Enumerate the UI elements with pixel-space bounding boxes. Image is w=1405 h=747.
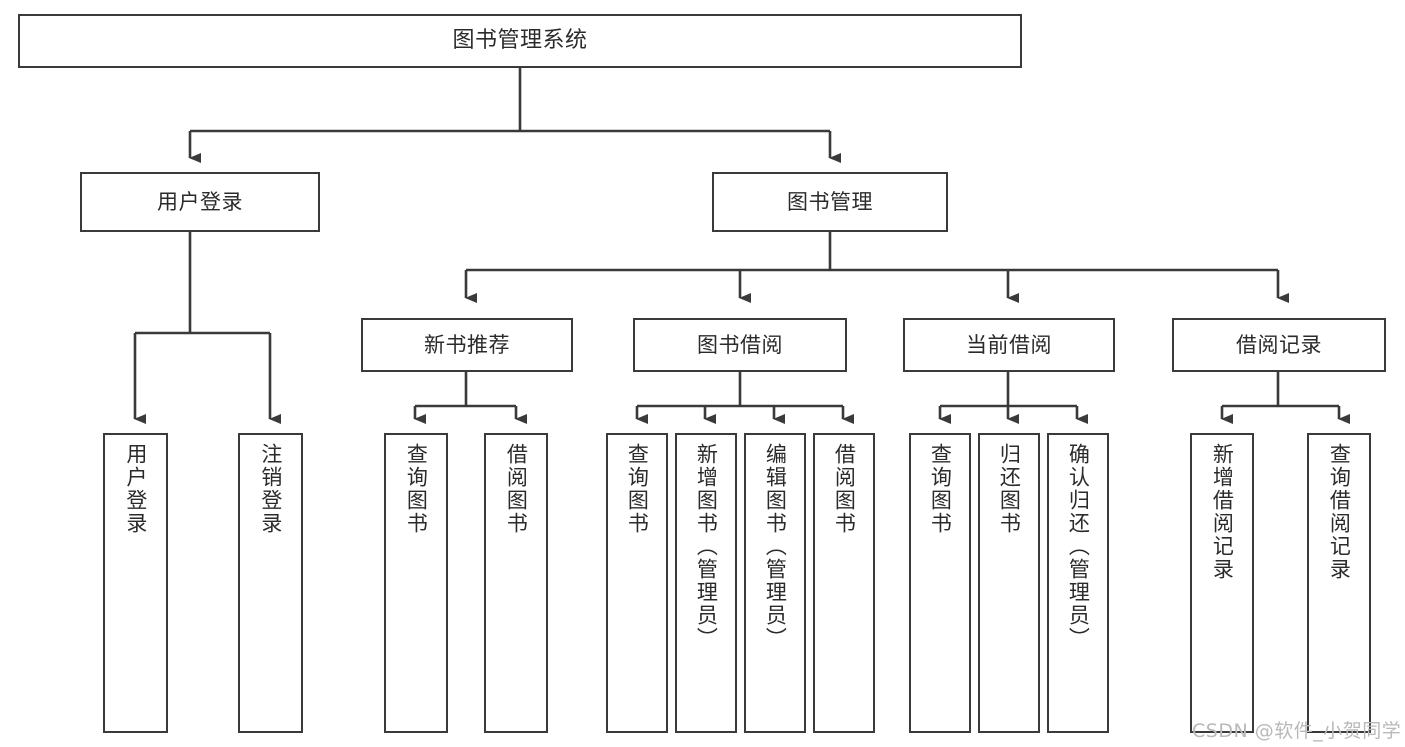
node-label: 新书推荐 (424, 332, 510, 357)
node-label: 新增借阅记录 (1210, 443, 1235, 581)
node-label: 借阅图书 (832, 443, 857, 535)
leaf-record-add-record[interactable]: 新增借阅记录 (1190, 433, 1254, 733)
node-label: 注销登录 (258, 443, 283, 535)
node-root-system[interactable]: 图书管理系统 (18, 14, 1022, 68)
node-current-borrow[interactable]: 当前借阅 (903, 318, 1115, 372)
node-label: 借阅图书 (504, 443, 529, 535)
node-book-borrow[interactable]: 图书借阅 (633, 318, 847, 372)
node-label: 图书管理 (787, 189, 873, 214)
leaf-current-confirm-return-admin[interactable]: 确认归还（管理员） (1047, 433, 1109, 733)
leaf-borrow-add-book-admin[interactable]: 新增图书（管理员） (675, 433, 737, 733)
node-label: 图书借阅 (697, 332, 783, 357)
node-borrow-record[interactable]: 借阅记录 (1172, 318, 1386, 372)
node-book-management[interactable]: 图书管理 (712, 172, 948, 232)
node-label: 图书管理系统 (452, 28, 588, 54)
leaf-recommend-query-book[interactable]: 查询图书 (384, 433, 448, 733)
node-label: 查询图书 (928, 443, 953, 535)
csdn-watermark: CSDN @软件_小贺同学 (1192, 720, 1402, 742)
leaf-current-query-book[interactable]: 查询图书 (909, 433, 971, 733)
node-label: 查询图书 (625, 443, 650, 535)
leaf-borrow-edit-book-admin[interactable]: 编辑图书（管理员） (744, 433, 806, 733)
node-label: 归还图书 (997, 443, 1022, 535)
leaf-current-return-book[interactable]: 归还图书 (978, 433, 1040, 733)
node-label: 查询借阅记录 (1327, 443, 1352, 581)
leaf-recommend-borrow-book[interactable]: 借阅图书 (484, 433, 548, 733)
leaf-user-login-logout[interactable]: 注销登录 (238, 433, 303, 733)
node-new-book-recommend[interactable]: 新书推荐 (361, 318, 573, 372)
node-label: 新增图书（管理员） (694, 443, 719, 650)
node-user-login[interactable]: 用户登录 (80, 172, 320, 232)
leaf-borrow-query-book[interactable]: 查询图书 (606, 433, 668, 733)
leaf-user-login-login[interactable]: 用户登录 (103, 433, 168, 733)
leaf-record-query-record[interactable]: 查询借阅记录 (1307, 433, 1371, 733)
node-label: 用户登录 (123, 443, 148, 535)
node-label: 确认归还（管理员） (1066, 443, 1091, 650)
node-label: 查询图书 (404, 443, 429, 535)
node-label: 借阅记录 (1236, 332, 1322, 357)
node-label: 编辑图书（管理员） (763, 443, 788, 650)
leaf-borrow-borrow-book[interactable]: 借阅图书 (813, 433, 875, 733)
node-label: 用户登录 (157, 189, 243, 214)
node-label: 当前借阅 (966, 332, 1052, 357)
